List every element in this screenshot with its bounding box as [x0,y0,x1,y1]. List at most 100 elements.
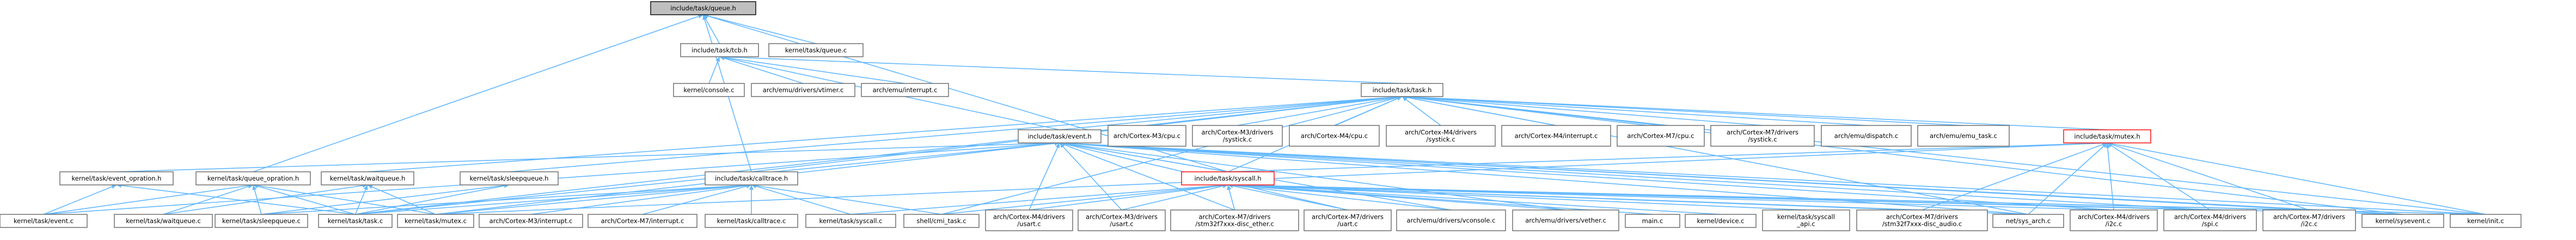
edge-n6-n17 [1402,96,2108,130]
node-box [1108,125,1186,147]
node-label: arch/Cortex-M7/drivers [1198,213,1270,221]
node-arch-cortex-m4-interrupt-c[interactable]: arch/Cortex-M4/interrupt.c [1501,125,1611,147]
node-kernel-task-waitqueue-h[interactable]: kernel/task/waitqueue.h [321,171,414,185]
node-arch-cortex-m4-drivers-spi-c[interactable]: arch/Cortex-M4/drivers/spi.c [2163,209,2257,231]
edge-n17-n46 [2107,142,2211,211]
node-box [479,214,583,228]
node-kernel-task-queue-opration-h[interactable]: kernel/task/queue_opration.h [195,171,311,185]
edge-arrowhead [1060,143,1065,148]
node-include-task-tcb-h[interactable]: include/task/tcb.h [680,43,759,57]
edge-arrowhead [1055,143,1060,148]
node-label: kernel/task/event.c [14,217,74,225]
node-kernel-task-mutex-c[interactable]: kernel/task/mutex.c [397,214,474,228]
node-box [1917,125,2010,147]
node-label: include/task/calltrace.h [715,175,788,182]
node-label: kernel/console.c [683,86,734,94]
node-arch-cortex-m7-drivers-i2c-c[interactable]: arch/Cortex-M7/drivers/i2c.c [2262,209,2356,231]
node-arch-cortex-m3-drivers-systick-c[interactable]: arch/Cortex-M3/drivers/systick.c [1192,125,1283,147]
node-label: arch/Cortex-M7/interrupt.c [601,217,684,225]
edge-n18-n24 [43,184,117,215]
node-kernel-task-event-c[interactable]: kernel/task/event.c [0,214,88,228]
node-kernel-device-c[interactable]: kernel/device.c [1685,214,1757,228]
node-label: /spi.c [2202,220,2218,228]
node-box [1304,209,1392,231]
node-arch-cortex-m3-interrupt-c[interactable]: arch/Cortex-M3/interrupt.c [479,214,583,228]
node-label: arch/Cortex-M4/interrupt.c [1515,132,1598,140]
node-label: kernel/task/queue.c [785,46,847,54]
node-arch-cortex-m7-drivers-stm32f7xxx-disc-audio-c[interactable]: arch/Cortex-M7/drivers/stm32f7xxx-disc_a… [1856,209,1988,231]
edge-n19-n24 [43,184,254,215]
node-box [460,171,559,185]
node-arch-emu-emu-task-c[interactable]: arch/emu/emu_task.c [1917,125,2010,147]
node-arch-cortex-m7-drivers-uart-c[interactable]: arch/Cortex-M7/drivers/uart.c [1304,209,1392,231]
node-arch-cortex-m7-drivers-systick-c[interactable]: arch/Cortex-M7/drivers/systick.c [1710,125,1815,147]
node-box [1289,125,1380,147]
node-box [114,214,213,228]
node-box [397,214,474,228]
node-net-sys-arch-c[interactable]: net/sys_arch.c [1992,214,2064,228]
edge-n22-n28 [435,184,752,215]
node-box [215,214,308,228]
node-kernel-init-c[interactable]: kernel/init.c [2450,214,2522,228]
node-include-task-queue-h[interactable]: include/task/queue.h [650,1,756,15]
node-box [1710,125,1815,147]
node-label: /i2c.c [2106,220,2122,228]
edge-arrowhead [368,184,373,189]
node-kernel-task-waitqueue-c[interactable]: kernel/task/waitqueue.c [114,214,213,228]
node-box [1361,83,1443,97]
node-arch-cortex-m7-cpu-c[interactable]: arch/Cortex-M7/cpu.c [1617,125,1705,147]
edge-n22-n29 [530,184,752,215]
edge-n6-n48 [1402,96,2403,215]
node-include-task-calltrace-h[interactable]: include/task/calltrace.h [705,171,798,185]
node-label: /systick.c [1223,136,1252,143]
node-arch-cortex-m3-drivers-usart-c[interactable]: arch/Cortex-M3/drivers/usart.c [1078,209,1166,231]
node-main-c[interactable]: main.c [1625,214,1680,228]
node-shell-cmi-task-c[interactable]: shell/cmi_task.c [903,214,980,228]
node-box [1625,214,1680,228]
node-kernel-task-queue-c[interactable]: kernel/task/queue.c [768,43,864,57]
node-kernel-task-syscall-api-c[interactable]: kernel/task/syscall_api.c [1762,209,1850,231]
node-kernel-task-event-opration-h[interactable]: kernel/task/event_opration.h [59,171,174,185]
node-arch-cortex-m7-drivers-stm32f7xxx-disc-ether-c[interactable]: arch/Cortex-M7/drivers/stm32f7xxx-disc_e… [1170,209,1299,231]
node-include-task-event-h[interactable]: include/task/event.h [1018,129,1102,143]
node-arch-cortex-m4-cpu-c[interactable]: arch/Cortex-M4/cpu.c [1289,125,1380,147]
node-include-task-mutex-h[interactable]: include/task/mutex.h [2063,129,2151,143]
node-label: kernel/task/waitqueue.h [330,175,406,182]
node-label: kernel/task/sleepqueue.h [470,175,549,182]
node-label: arch/Cortex-M7/cpu.c [1627,132,1694,140]
node-box [1762,209,1850,231]
edge-n7-n18 [116,142,1060,172]
node-label: arch/emu/drivers/vconsole.c [1407,217,1496,224]
edge-n23-n40 [1227,184,1653,215]
node-arch-emu-dispatch-c[interactable]: arch/emu/dispatch.c [1821,125,1912,147]
node-kernel-task-sleepqueue-c[interactable]: kernel/task/sleepqueue.c [215,214,308,228]
node-kernel-sysevent-c[interactable]: kernel/sysevent.c [2361,214,2444,228]
node-arch-emu-drivers-vconsole-c[interactable]: arch/emu/drivers/vconsole.c [1396,209,1506,231]
node-arch-cortex-m4-drivers-usart-c[interactable]: arch/Cortex-M4/drivers/usart.c [985,209,1073,231]
node-box [1192,125,1283,147]
node-box [680,43,759,57]
node-arch-cortex-m3-cpu-c[interactable]: arch/Cortex-M3/cpu.c [1108,125,1186,147]
node-arch-emu-drivers-vether-c[interactable]: arch/emu/drivers/vether.c [1512,209,1619,231]
edge-n6-n7 [1059,96,1403,130]
edge-n22-n32 [751,184,851,215]
node-include-task-syscall-h[interactable]: include/task/syscall.h [1181,171,1275,185]
node-box [2361,214,2444,228]
node-arch-cortex-m4-drivers-systick-c[interactable]: arch/Cortex-M4/drivers/systick.c [1386,125,1496,147]
node-kernel-task-task-c[interactable]: kernel/task/task.c [318,214,393,228]
node-kernel-task-syscall-c[interactable]: kernel/task/syscall.c [805,214,896,228]
node-arch-emu-drivers-vtimer-c[interactable]: arch/emu/drivers/vtimer.c [751,83,855,97]
node-kernel-task-calltrace-c[interactable]: kernel/task/calltrace.c [705,214,798,228]
node-box [751,83,855,97]
node-arch-cortex-m7-interrupt-c[interactable]: arch/Cortex-M7/interrupt.c [588,214,697,228]
node-label: arch/Cortex-M7/drivers [1886,213,1958,221]
edge-arrowhead [111,184,117,189]
node-arch-cortex-m4-drivers-i2c-c[interactable]: arch/Cortex-M4/drivers/i2c.c [2070,209,2158,231]
node-kernel-task-sleepqueue-h[interactable]: kernel/task/sleepqueue.h [460,171,559,185]
node-label: kernel/task/waitqueue.c [126,217,201,225]
node-include-task-task-h[interactable]: include/task/task.h [1361,83,1443,97]
node-kernel-console-c[interactable]: kernel/console.c [673,83,745,97]
node-label: arch/Cortex-M7/drivers [2273,213,2345,221]
node-arch-emu-interrupt-c[interactable]: arch/emu/interrupt.c [861,83,949,97]
